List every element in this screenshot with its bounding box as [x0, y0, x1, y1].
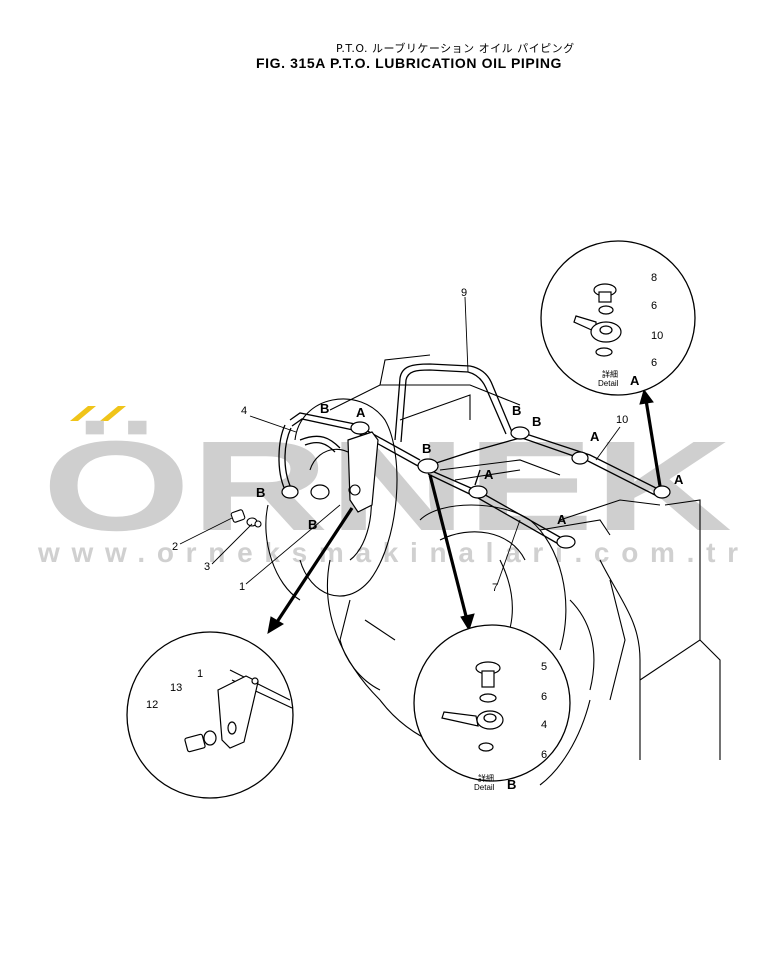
section-markers: B A B A A B B A A B B [256, 401, 684, 532]
arrow-to-bracket-detail [273, 507, 354, 626]
watermark-accent-left [70, 406, 96, 421]
detail-b-circle [413, 624, 571, 782]
watermark-brand: ÖRNEK [42, 415, 732, 558]
fitting-a1 [350, 421, 370, 435]
marker-b: B [256, 485, 265, 500]
callout-12: 12 [146, 699, 158, 711]
fitting-a2 [468, 485, 488, 499]
detail-arrows [267, 388, 662, 635]
fitting-a3 [556, 535, 576, 549]
marker-b: B [532, 414, 541, 429]
fitting-b-lower [310, 484, 330, 500]
marker-a: A [674, 472, 684, 487]
callout-10: 10 [651, 330, 663, 342]
washer-13 [203, 730, 217, 746]
bracket-detail-circle [126, 631, 294, 799]
marker-a: A [590, 429, 600, 444]
detail-a-letter: A [630, 373, 640, 388]
marker-a: A [557, 512, 567, 527]
figure-title: FIG. 315A P.T.O. LUBRICATION OIL PIPING [256, 55, 563, 71]
fitting-b-center [417, 458, 439, 474]
detail-b-letter: B [507, 777, 516, 792]
callout-4: 4 [541, 719, 547, 731]
figure-title-japanese: P.T.O. ルーブリケーション オイル パイピング [336, 42, 575, 55]
marker-a: A [356, 405, 366, 420]
arrow-to-detail-b [428, 474, 469, 621]
bolt-2-washer-3 [230, 509, 262, 528]
callout-6: 6 [541, 691, 547, 703]
detail-a-circle [540, 240, 696, 396]
watermark: ÖRNEK www.orneksmakinalari.com.tr [37, 406, 738, 568]
fitting-a5 [653, 485, 671, 499]
fitting-b-right [510, 426, 530, 440]
callout-1: 1 [239, 581, 245, 593]
callout-3: 3 [204, 561, 210, 573]
bolt-5-shank [481, 670, 495, 688]
fitting-b-left [281, 485, 299, 499]
callout-6: 6 [651, 357, 657, 369]
callout-5: 5 [541, 661, 547, 673]
washer-6-lower-b [478, 742, 494, 752]
marker-a: A [484, 467, 494, 482]
marker-b: B [320, 401, 329, 416]
bolt-8-shank [598, 291, 612, 303]
detail-a-label: Detail [598, 379, 619, 388]
bolt-12 [184, 733, 206, 753]
marker-b: B [308, 517, 317, 532]
callout-10: 10 [616, 414, 628, 426]
arrow-to-detail-a [644, 399, 662, 487]
detail-b-jp: 詳細 [478, 773, 494, 783]
callout-6: 6 [651, 300, 657, 312]
marker-b: B [422, 441, 431, 456]
detail-a-jp: 詳細 [602, 369, 618, 379]
callout-7: 7 [492, 582, 498, 594]
washer-6-upper-b [479, 693, 497, 703]
fitting-a4 [571, 451, 589, 465]
callout-9: 9 [461, 287, 467, 299]
callout-4: 4 [241, 405, 247, 417]
callout-2: 2 [172, 541, 178, 553]
bracket-hole [349, 484, 361, 496]
detail-b-label: Detail [474, 783, 495, 792]
washer-6-upper [598, 305, 614, 315]
detail-labels: 詳細 Detail A 詳細 Detail B [474, 369, 640, 792]
watermark-url: www.orneksmakinalari.com.tr [37, 537, 738, 568]
watermark-accent-right [100, 406, 126, 421]
callout-1: 1 [197, 668, 203, 680]
callout-8: 8 [651, 272, 657, 284]
part-callouts: 4 9 2 3 1 7 10 8 6 10 6 5 6 4 6 1 13 12 [146, 272, 663, 761]
callout-13: 13 [170, 682, 182, 694]
banjo-4-tube [441, 711, 479, 727]
callout-6: 6 [541, 749, 547, 761]
washer-6-lower [595, 347, 613, 357]
marker-b: B [512, 403, 521, 418]
